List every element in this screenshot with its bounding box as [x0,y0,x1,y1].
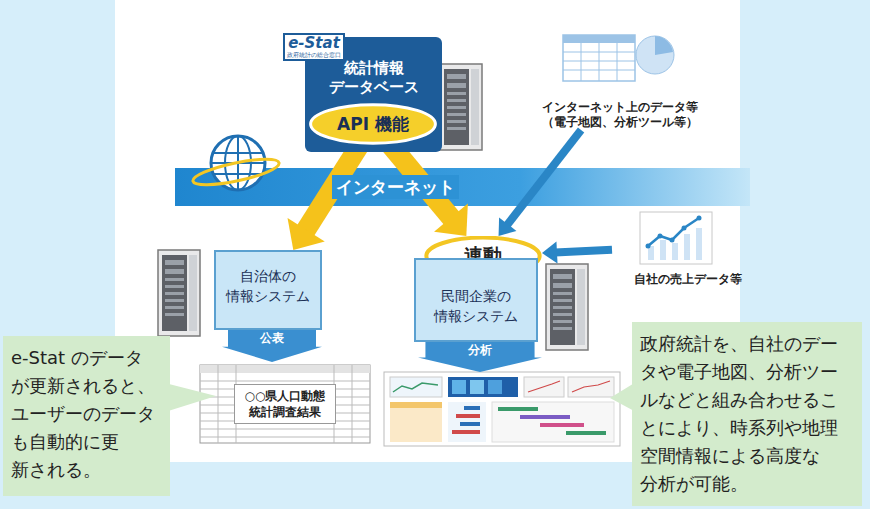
globe [191,136,281,190]
system-box: 自治体の 情報システム [214,250,322,330]
node-text: 政府統計の総合窓口 [285,51,343,58]
node-text: API 機能 [321,115,425,134]
logo-box: e-Stat政府統計の総合窓口 [283,33,345,61]
arrow-head [499,217,517,236]
connector-arrow [499,130,582,236]
block-arrow: 公表 [222,330,322,362]
connector-line [507,130,582,226]
connector-arrow [542,241,612,263]
server [158,250,200,336]
spreadsheet-icon [563,35,674,81]
callout-box: 政府統計を、自社のデー タや電子地図、分析ツー ルなどと組み合わせるこ とにより… [632,322,862,506]
sales-data-icon: 自社の売上データ等 [612,205,764,287]
node-text: 民間企業の 情報システム [428,286,524,326]
arrow-head [288,218,325,250]
node-text: インターネット上のデータ等 （電子地図、分析ツール等） [539,100,701,130]
node-text: 自社の売上データ等 [607,272,769,287]
connector-line [555,250,612,253]
arrow-head [542,241,558,263]
api-oval: API 機能 [308,103,438,145]
node-text: 統計情報 データベース [322,59,426,97]
callout-pointer [165,383,216,412]
server [546,264,588,350]
node-text: ○○県人口動態 統計調査結果 [234,384,336,424]
arrow-head [434,203,468,236]
document-box: ○○県人口動態 統計調査結果 [200,365,370,443]
node-text: 政府統計を、自社のデー タや電子地図、分析ツー ルなどと組み合わせるこ とにより… [640,330,854,498]
node-text: e-Stat のデータ が更新されると、 ユーザーのデータ も自動的に更 新され… [11,344,162,484]
arrow-shape [222,330,322,362]
node-text: 分析 [418,342,542,358]
internet-band: インターネット [175,168,750,206]
node-text: 自治体の 情報システム [220,266,316,306]
document-table [200,365,370,443]
block-arrow: 分析 [418,342,542,372]
node-text: インターネット [332,175,459,199]
node-text: 公表 [222,330,322,346]
system-box: 民間企業の 情報システム [414,258,538,342]
data-source-icon: インターネット上のデータ等 （電子地図、分析ツール等） [530,30,710,130]
chart-icon [640,212,712,264]
ellipse [311,105,436,144]
callout-box: e-Stat のデータ が更新されると、 ユーザーのデータ も自動的に更 新され… [3,336,170,496]
server [440,64,482,150]
node-text: e-Stat [285,36,343,51]
arrow-shape [418,342,542,372]
dashboard [384,372,620,446]
